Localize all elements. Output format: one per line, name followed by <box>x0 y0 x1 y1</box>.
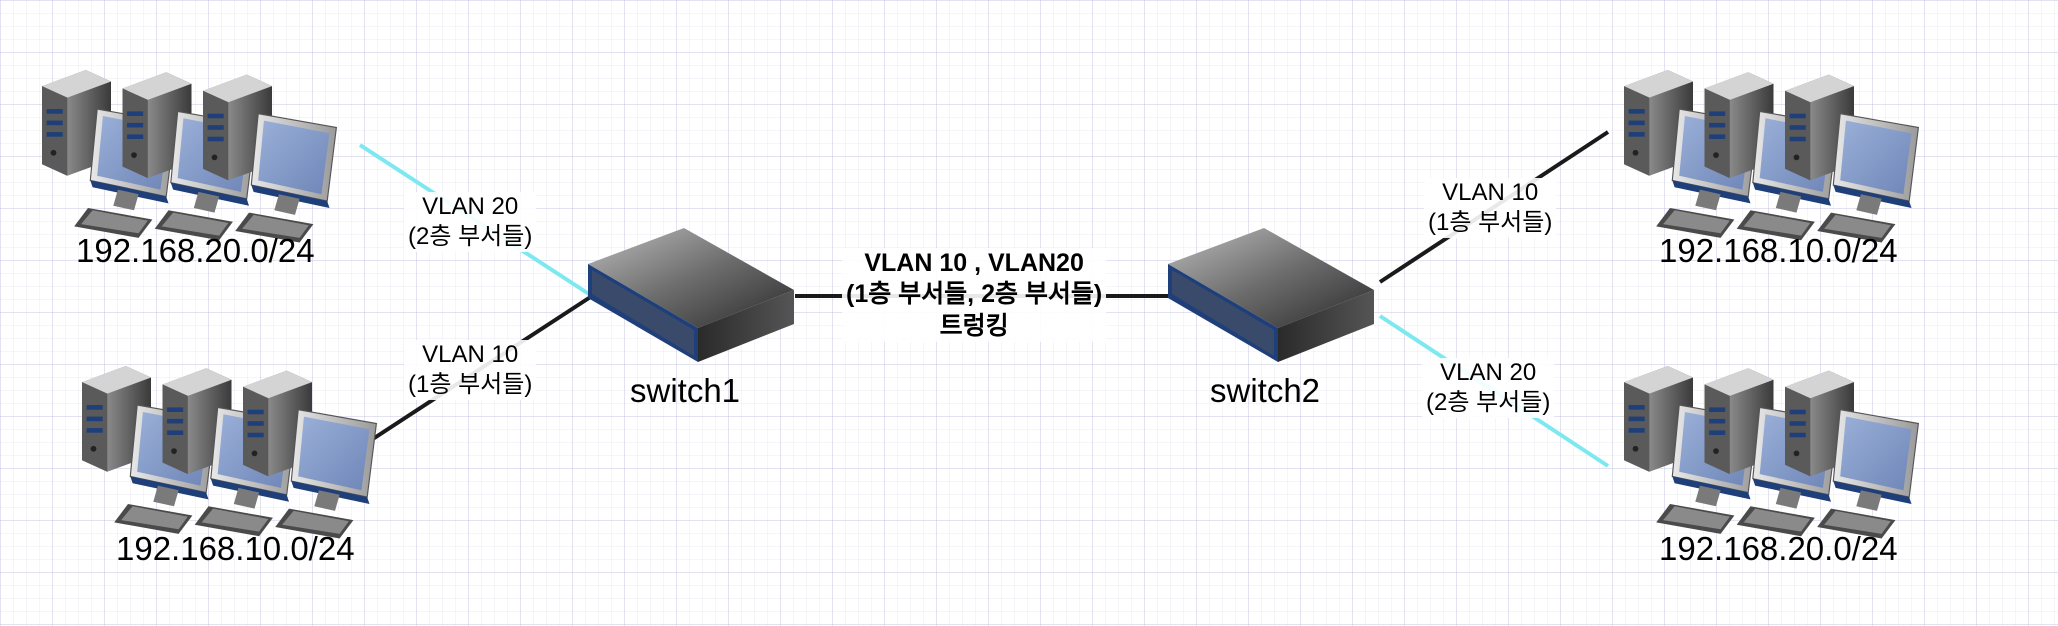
network-switch-icon <box>588 228 794 362</box>
workstation-icon <box>82 366 376 539</box>
link-label-right-bottom: VLAN 20 (2층 부서들) <box>1422 358 1555 418</box>
trunk-label: VLAN 10 , VLAN20 (1층 부서들, 2층 부서들) 트렁킹 <box>842 248 1107 342</box>
link-label-right-top: VLAN 10 (1층 부서들) <box>1424 178 1557 238</box>
switch2-label: switch2 <box>1210 372 1321 409</box>
trunk-label-line3: 트렁킹 <box>939 311 1009 340</box>
trunk-label-line1: VLAN 10 , VLAN20 <box>864 249 1084 277</box>
vlan-name: VLAN 20 <box>422 193 519 220</box>
link-label-left-top: VLAN 20 (2층 부서들) <box>404 192 537 252</box>
subnet-label-left-top: 192.168.20.0/24 <box>76 232 315 269</box>
vlan-dept: (2층 부서들) <box>1426 389 1551 416</box>
vlan-dept: (1층 부서들) <box>408 371 533 398</box>
trunk-label-line2: (1층 부서들, 2층 부서들) <box>846 280 1103 309</box>
subnet-label-right-top: 192.168.10.0/24 <box>1659 232 1898 269</box>
vlan-name: VLAN 20 <box>1440 359 1537 386</box>
link-label-left-bottom: VLAN 10 (1층 부서들) <box>404 340 537 400</box>
subnet-label-right-bottom: 192.168.20.0/24 <box>1659 530 1898 567</box>
network-switch-icon <box>1168 228 1374 362</box>
vlan-dept: (2층 부서들) <box>408 223 533 250</box>
workstation-icon <box>42 70 336 243</box>
switch1-label: switch1 <box>630 372 741 409</box>
workstation-icon <box>1624 70 1918 243</box>
vlan-name: VLAN 10 <box>422 341 519 368</box>
vlan-name: VLAN 10 <box>1442 179 1539 206</box>
subnet-label-left-bottom: 192.168.10.0/24 <box>116 530 355 567</box>
vlan-dept: (1층 부서들) <box>1428 209 1553 236</box>
workstation-icon <box>1624 366 1918 539</box>
